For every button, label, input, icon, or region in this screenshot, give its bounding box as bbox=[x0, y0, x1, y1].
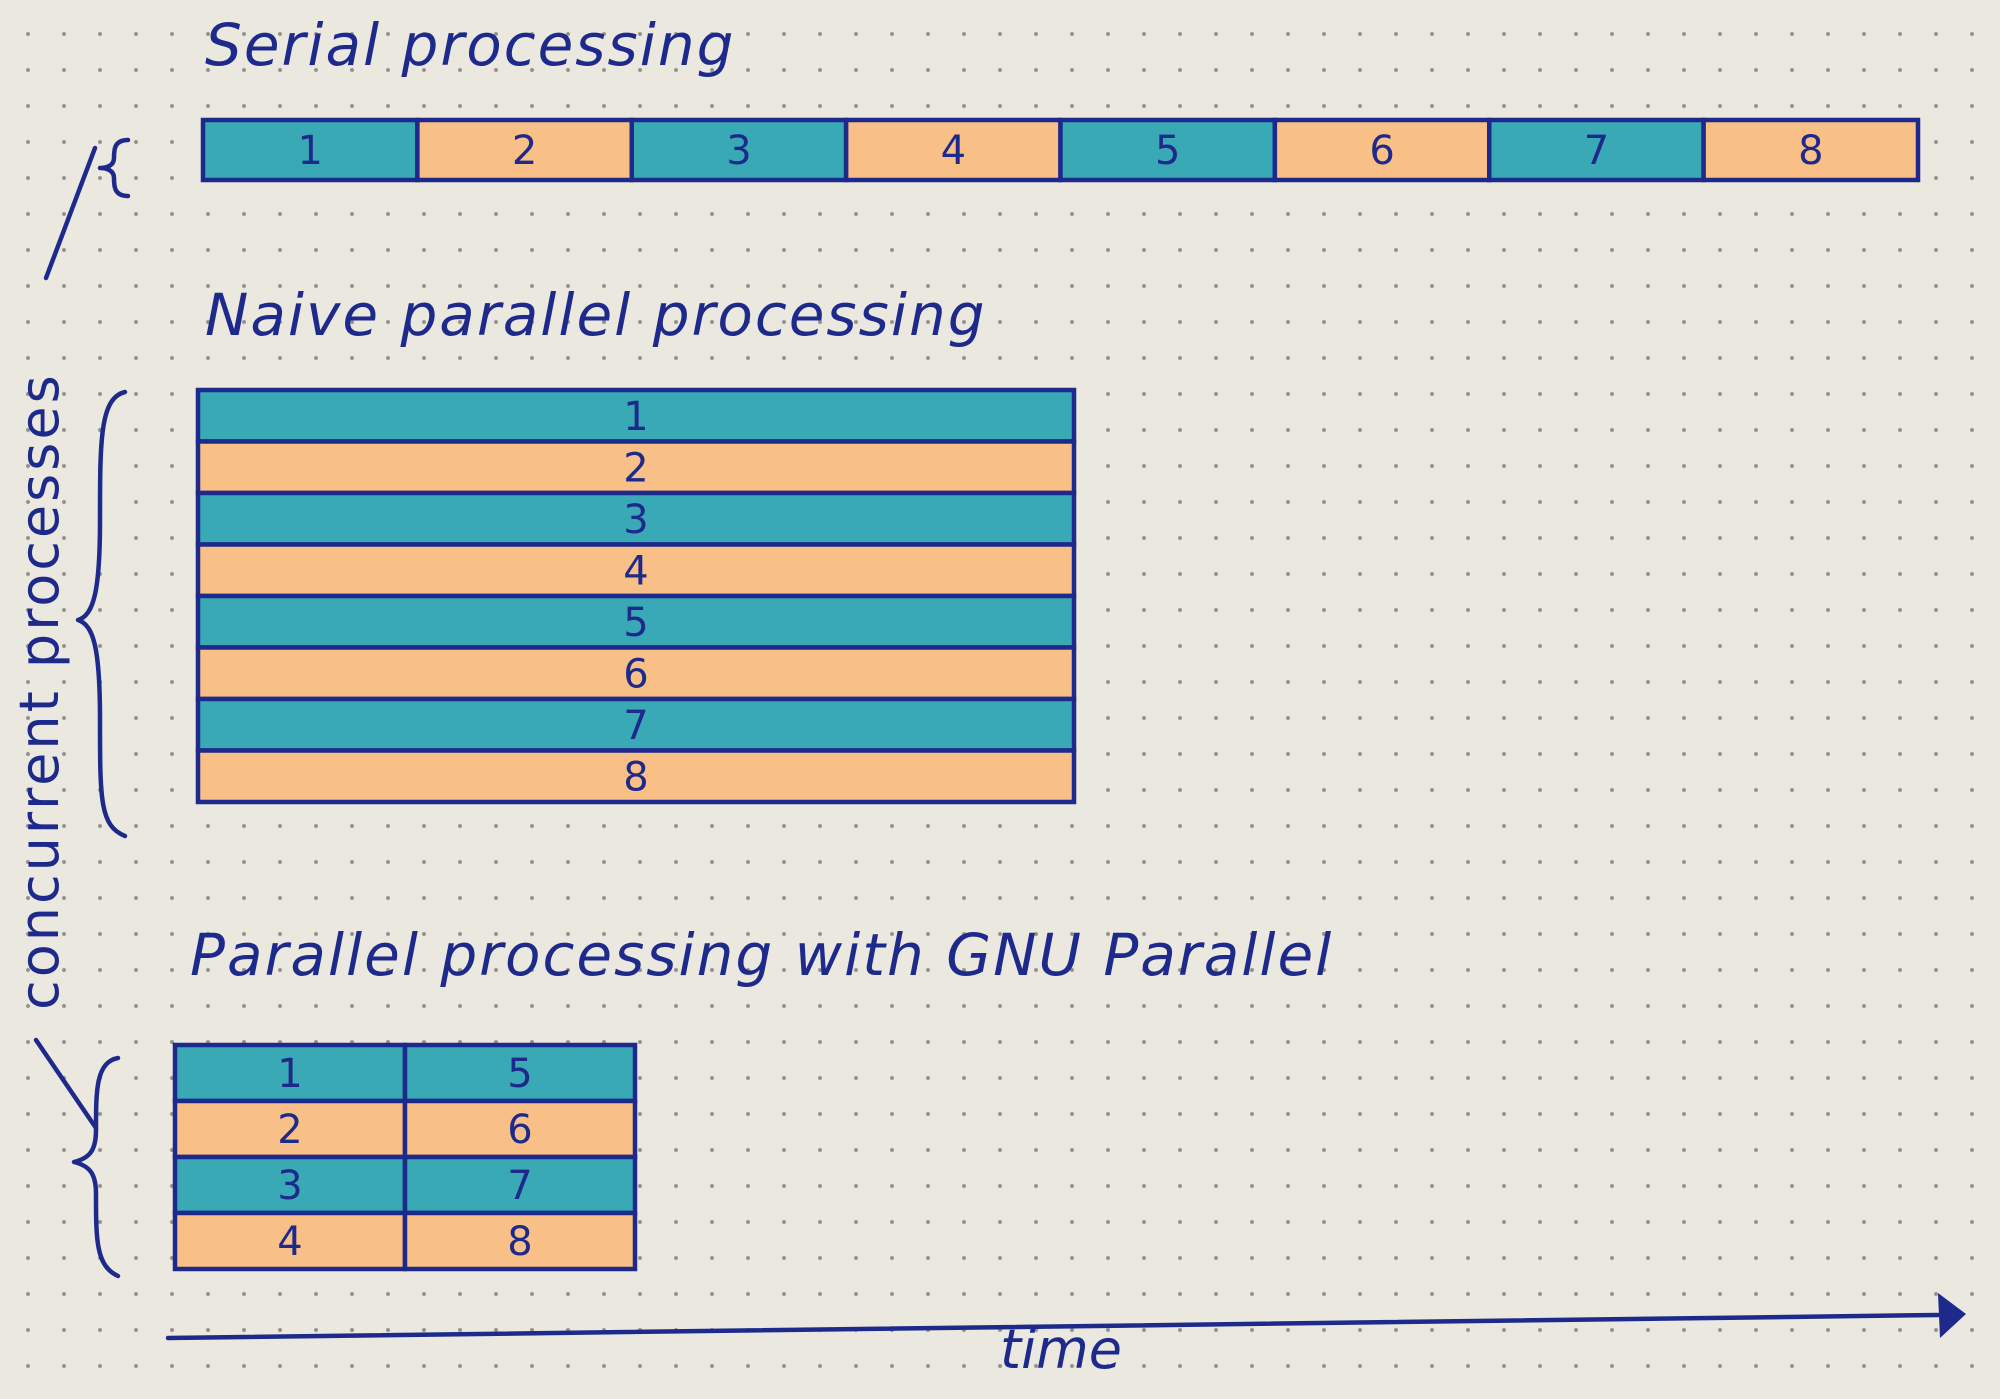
naive-job-6-label: 6 bbox=[623, 651, 648, 697]
serial-title: Serial processing bbox=[205, 11, 735, 79]
serial-job-1-label: 1 bbox=[297, 128, 322, 174]
naive-job-7-label: 7 bbox=[623, 703, 648, 749]
gnu-job-8-fill bbox=[402, 1210, 638, 1272]
naive-job-6-fill bbox=[195, 645, 1077, 702]
serial-brace bbox=[97, 137, 131, 199]
gnu-bars: 1 2 3 4 5 6 7 8 bbox=[172, 1042, 638, 1272]
gnu-job-4-label: 4 bbox=[277, 1219, 302, 1265]
gnu-job-1-label: 1 bbox=[277, 1051, 302, 1097]
naive-job-4-fill bbox=[195, 542, 1077, 599]
naive-job-1-label: 1 bbox=[623, 394, 648, 440]
gnu-job-1-fill bbox=[172, 1042, 408, 1104]
naive-bars: 1 2 3 4 5 6 7 8 bbox=[195, 387, 1077, 805]
serial-job-4: 4 bbox=[843, 117, 1063, 183]
gnu-job-6: 6 bbox=[402, 1098, 638, 1160]
gnu-job-2-label: 2 bbox=[277, 1107, 302, 1153]
naive-job-6: 6 bbox=[195, 645, 1077, 702]
naive-job-8-fill bbox=[195, 748, 1077, 805]
gnu-job-8: 8 bbox=[402, 1210, 638, 1272]
time-axis-arrowhead bbox=[1938, 1293, 1966, 1338]
naive-job-4: 4 bbox=[195, 542, 1077, 599]
gnu-job-1: 1 bbox=[172, 1042, 408, 1104]
naive-brace bbox=[75, 389, 128, 839]
naive-job-3: 3 bbox=[195, 490, 1077, 547]
gnu-title: Parallel processing with GNU Parallel bbox=[190, 921, 1333, 989]
gnu-job-6-label: 6 bbox=[507, 1107, 532, 1153]
serial-job-5-label: 5 bbox=[1155, 128, 1180, 174]
gnu-brace bbox=[71, 1055, 121, 1279]
naive-job-5-label: 5 bbox=[623, 600, 648, 646]
serial-job-7-label: 7 bbox=[1584, 128, 1609, 174]
serial-job-8: 8 bbox=[1701, 117, 1921, 183]
serial-job-8-fill bbox=[1701, 117, 1921, 183]
gnu-job-6-fill bbox=[402, 1098, 638, 1160]
serial-job-3-fill bbox=[629, 117, 849, 183]
serial-job-2-fill bbox=[415, 117, 634, 183]
gnu-job-7: 7 bbox=[402, 1154, 638, 1216]
gnu-job-2: 2 bbox=[172, 1098, 408, 1160]
gnu-job-3-fill bbox=[172, 1154, 408, 1216]
concurrency-label: concurrent processes bbox=[8, 372, 71, 1010]
naive-job-4-label: 4 bbox=[623, 548, 648, 594]
gnu-job-4: 4 bbox=[172, 1210, 408, 1272]
serial-bars: 1 2 3 4 5 6 7 8 bbox=[200, 117, 1921, 183]
time-axis-line bbox=[165, 1312, 1941, 1341]
connector-bottom bbox=[33, 1037, 99, 1131]
serial-job-8-label: 8 bbox=[1798, 128, 1823, 174]
gnu-job-3: 3 bbox=[172, 1154, 408, 1216]
naive-job-2: 2 bbox=[195, 439, 1077, 496]
serial-job-5: 5 bbox=[1058, 117, 1278, 183]
serial-job-6: 6 bbox=[1272, 117, 1492, 183]
gnu-job-4-fill bbox=[172, 1210, 408, 1272]
gnu-job-3-label: 3 bbox=[277, 1163, 302, 1209]
naive-job-3-label: 3 bbox=[623, 497, 648, 543]
serial-job-6-label: 6 bbox=[1369, 128, 1394, 174]
naive-job-8-label: 8 bbox=[623, 754, 648, 800]
naive-job-8: 8 bbox=[195, 748, 1077, 805]
gnu-job-7-label: 7 bbox=[507, 1163, 532, 1209]
time-label: time bbox=[1000, 1318, 1122, 1381]
gnu-job-5-label: 5 bbox=[507, 1051, 532, 1097]
serial-job-3-label: 3 bbox=[726, 128, 751, 174]
naive-job-7: 7 bbox=[195, 696, 1077, 753]
serial-job-2-label: 2 bbox=[512, 128, 537, 174]
naive-job-1: 1 bbox=[195, 387, 1077, 444]
gnu-job-7-fill bbox=[402, 1154, 638, 1216]
naive-job-3-fill bbox=[195, 490, 1077, 547]
naive-job-2-fill bbox=[195, 439, 1077, 496]
naive-job-5: 5 bbox=[195, 593, 1077, 650]
serial-job-4-label: 4 bbox=[941, 128, 966, 174]
serial-job-1: 1 bbox=[200, 117, 420, 183]
naive-job-2-label: 2 bbox=[623, 445, 648, 491]
gnu-job-8-label: 8 bbox=[507, 1219, 532, 1265]
connector-top bbox=[43, 145, 98, 281]
serial-job-2: 2 bbox=[415, 117, 634, 183]
serial-job-1-fill bbox=[200, 117, 420, 183]
serial-job-5-fill bbox=[1058, 117, 1278, 183]
gnu-job-5: 5 bbox=[402, 1042, 638, 1104]
serial-job-7: 7 bbox=[1487, 117, 1706, 183]
serial-job-7-fill bbox=[1487, 117, 1706, 183]
naive-title: Naive parallel processing bbox=[205, 281, 987, 349]
serial-job-3: 3 bbox=[629, 117, 849, 183]
